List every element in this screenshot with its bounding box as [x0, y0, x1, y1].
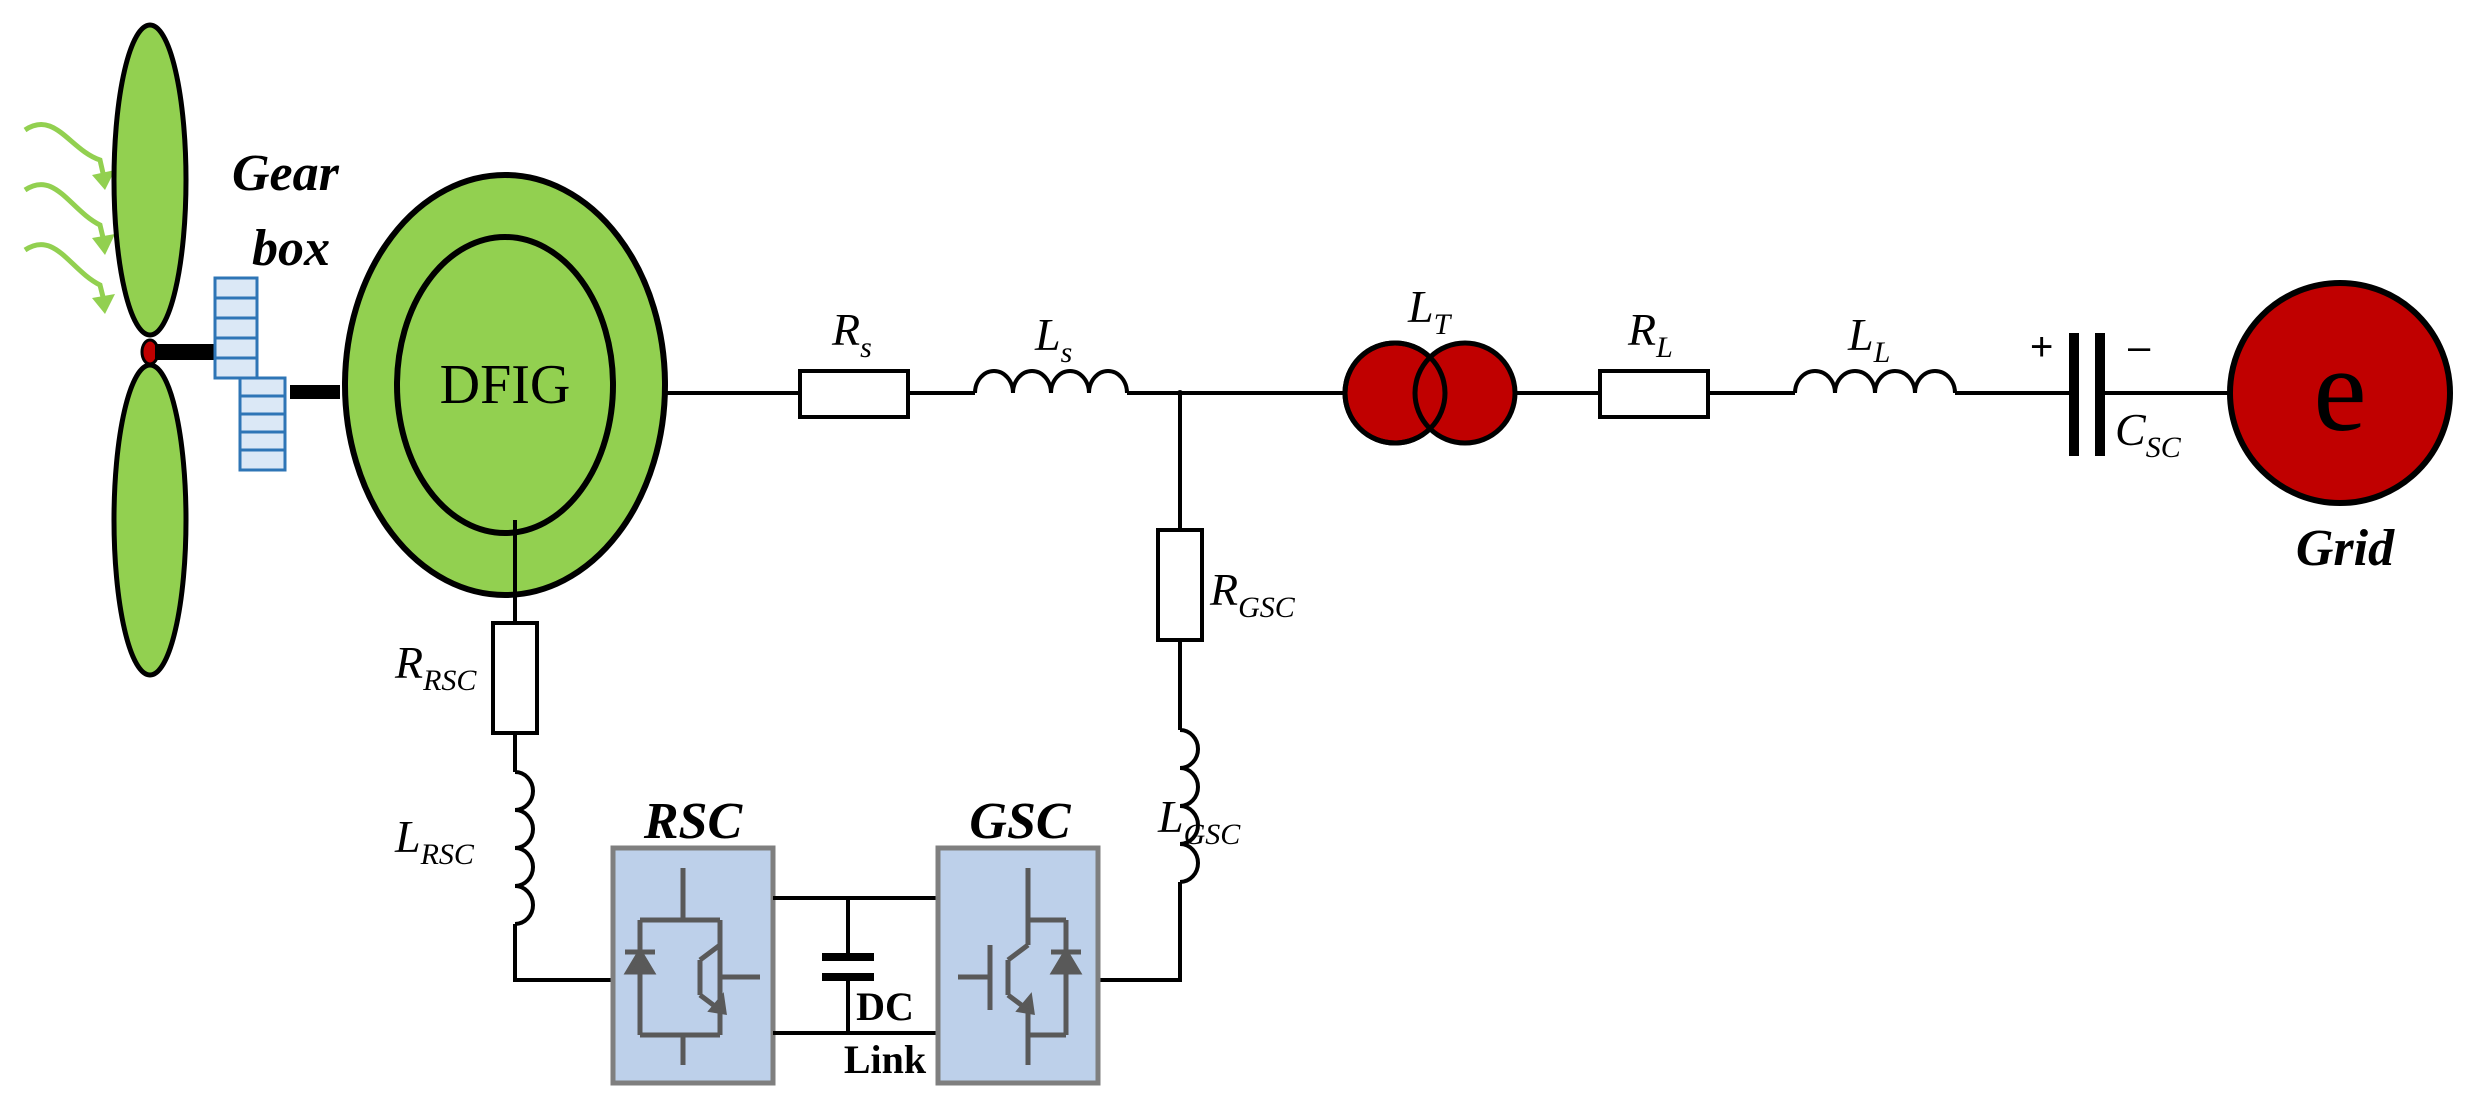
grid-label: Grid	[2296, 520, 2395, 577]
dc-link-capacitor	[822, 953, 874, 981]
csc-label: CSC	[2115, 404, 2182, 464]
gsc-label: GSC	[969, 793, 1071, 850]
dfig-generator	[342, 172, 668, 598]
inductor-ll	[1793, 369, 1957, 394]
inductor-ls	[973, 369, 1129, 394]
gearbox-icon	[213, 276, 287, 472]
gearbox-label-line2: box	[252, 220, 330, 277]
rs-label: Rs	[831, 304, 872, 364]
resistor-rgsc	[1156, 528, 1204, 642]
wind-arrows-icon	[23, 122, 115, 314]
dc-link-label-line1: DC	[856, 984, 914, 1029]
capacitor-csc	[2069, 333, 2105, 456]
grid-symbol: e	[2313, 323, 2366, 456]
ls-label: Ls	[1034, 309, 1072, 369]
rl-label: RL	[1627, 304, 1673, 364]
dfig-label: DFIG	[440, 354, 571, 416]
gsc-igbt-icon	[958, 868, 1083, 1065]
rrsc-label: RRSC	[394, 637, 477, 697]
gearbox-label-line1: Gear	[232, 145, 340, 202]
grid-source-icon	[2227, 280, 2453, 506]
rgsc-label: RGSC	[1209, 564, 1296, 624]
resistor-rs	[798, 369, 910, 419]
inductor-lgsc	[1179, 728, 1200, 884]
lgsc-label: LGSC	[1157, 791, 1241, 851]
turbine-blades-icon	[111, 22, 189, 678]
transformer-lt-icon	[1342, 340, 1518, 446]
lrsc-label: LRSC	[394, 811, 475, 871]
csc-plus-sign: +	[2030, 325, 2053, 369]
csc-minus-sign: –	[2128, 325, 2151, 369]
dc-link-label-line2: Link	[844, 1037, 927, 1082]
inductor-lrsc	[514, 770, 535, 926]
rsc-label: RSC	[643, 793, 744, 850]
lt-label: LT	[1407, 281, 1453, 341]
resistor-rl	[1598, 369, 1710, 419]
resistor-rrsc	[491, 621, 539, 735]
rsc-igbt-icon	[623, 868, 760, 1065]
ll-label: LL	[1847, 309, 1890, 369]
